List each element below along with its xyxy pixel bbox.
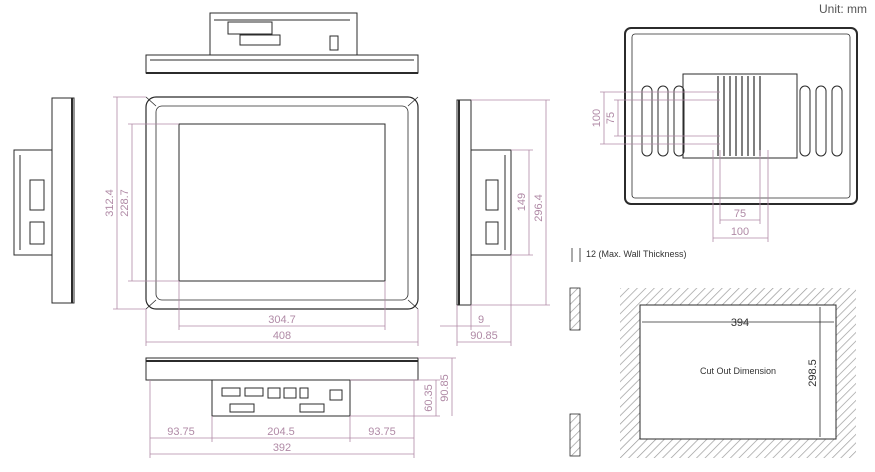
wall-thickness-label: 12 (Max. Wall Thickness) [586, 249, 687, 259]
right-side-view [456, 99, 512, 306]
bottom-cover-b [299, 403, 325, 413]
bottom-port-com1 [221, 387, 241, 397]
top-view-connector-b [239, 34, 281, 46]
left-side-bezel [51, 97, 75, 304]
bottom-io-width-label: 204.5 [267, 426, 295, 438]
right-side-dimension-lines [440, 99, 550, 346]
rear-housing-inner [631, 33, 851, 199]
front-width-outer-label: 408 [273, 330, 291, 342]
cutout-opening [639, 304, 837, 440]
left-side-view [13, 97, 75, 304]
cutout-panel [620, 288, 856, 458]
bottom-margin-right-label: 93.75 [368, 426, 396, 438]
front-view-dimension-lines [113, 96, 419, 346]
right-side-port-b [485, 221, 499, 245]
cutout-dimension-lines [642, 307, 834, 437]
left-side-port-b [29, 221, 45, 245]
front-view [145, 96, 419, 310]
unit-label: Unit: mm [819, 2, 867, 16]
rear-vesa-h-outer-label: 100 [731, 226, 749, 238]
rear-view-dimension-lines [600, 91, 769, 242]
right-depth-total-label: 90.85 [470, 330, 498, 342]
rear-heatsink [682, 73, 798, 159]
front-height-outer-label: 312.4 [104, 189, 116, 217]
bottom-port-com2 [244, 387, 264, 397]
bottom-depth-box-label: 60.35 [423, 384, 435, 412]
bottom-cover-a [229, 403, 255, 413]
right-height-outer-label: 296.4 [533, 194, 545, 222]
top-view-switch [329, 35, 339, 51]
top-view [145, 12, 419, 74]
bottom-view-dimension-lines [149, 357, 456, 458]
right-height-bracket-label: 149 [516, 193, 528, 211]
wall-section-bottom [569, 413, 581, 457]
right-depth-bezel-label: 9 [478, 314, 484, 326]
front-height-active-label: 228.7 [119, 189, 131, 217]
front-bezel-inner [155, 105, 409, 301]
bottom-port-lan2 [283, 387, 297, 399]
rear-vesa-v-inner-label: 75 [605, 112, 617, 124]
bottom-port-power [329, 389, 343, 401]
cutout-title: Cut Out Dimension [700, 366, 776, 376]
bottom-depth-total-label: 90.85 [439, 374, 451, 402]
rear-heatsink-fins [717, 76, 761, 156]
front-width-active-label: 304.7 [268, 314, 296, 326]
bottom-total-width-label: 392 [273, 442, 291, 454]
top-view-bezel [145, 54, 419, 74]
bottom-view [145, 357, 419, 417]
right-side-io-box [470, 149, 512, 256]
cutout-width-label: 394 [731, 317, 749, 329]
top-view-connector-a [227, 21, 273, 35]
rear-vesa-h-inner-label: 75 [734, 208, 746, 220]
right-side-port-a [485, 179, 499, 211]
wall-thickness-indicator [569, 248, 581, 457]
rear-view [624, 27, 858, 205]
cutout-height-label: 298.5 [807, 359, 819, 387]
rear-vesa-v-outer-label: 100 [591, 109, 603, 127]
wall-section-top [569, 287, 581, 331]
bottom-margin-left-label: 93.75 [167, 426, 195, 438]
bottom-view-io-box [211, 379, 351, 417]
bottom-port-usb [299, 387, 309, 399]
bottom-port-lan1 [267, 387, 281, 399]
front-active-area [178, 123, 386, 282]
rear-mounting-slots [641, 85, 843, 157]
left-side-port-a [29, 179, 45, 211]
